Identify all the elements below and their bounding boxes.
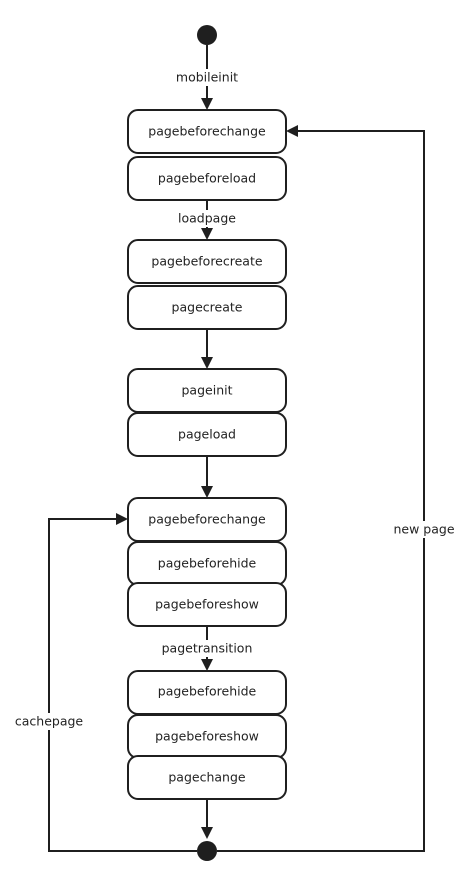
edge-label-loadpage: loadpage <box>178 211 236 226</box>
arrowhead-transition <box>201 659 213 671</box>
state-label: pagebeforechange <box>148 124 266 139</box>
state-label: pagebeforecreate <box>151 254 262 269</box>
state-label: pagebeforeshow <box>155 597 259 612</box>
state-pagebeforeload: pagebeforeload <box>127 156 287 201</box>
edge-cache-page <box>48 518 197 852</box>
edge-label-new-page: new page <box>393 522 454 537</box>
state-label: pagebeforechange <box>148 512 266 527</box>
arrowhead-load <box>201 228 213 240</box>
state-pagecreate: pagecreate <box>127 285 287 330</box>
state-label: pagebeforehide <box>158 684 257 699</box>
edge-label-cachepage: cachepage <box>15 714 84 729</box>
state-label: pagechange <box>168 770 246 785</box>
state-label: pagebeforehide <box>158 556 257 571</box>
edge-label-mobileinit: mobileinit <box>176 70 238 85</box>
state-pagebeforeshow-2: pagebeforeshow <box>127 714 287 759</box>
arrowhead-end <box>201 827 213 839</box>
arrowhead-cache-page <box>116 513 128 525</box>
state-pagebeforecreate: pagebeforecreate <box>127 239 287 284</box>
edge-label-pagetransition: pagetransition <box>162 641 253 656</box>
state-pageload: pageload <box>127 412 287 457</box>
state-pageinit: pageinit <box>127 368 287 413</box>
arrowhead-start <box>201 98 213 110</box>
state-label: pagebeforeshow <box>155 729 259 744</box>
state-pagebeforeshow-1: pagebeforeshow <box>127 582 287 627</box>
arrowhead-load-change <box>201 486 213 498</box>
state-pagebeforechange-1: pagebeforechange <box>127 109 287 154</box>
state-pagebeforechange-2: pagebeforechange <box>127 497 287 542</box>
final-node <box>197 841 217 861</box>
state-label: pagecreate <box>172 300 243 315</box>
state-pagebeforehide-1: pagebeforehide <box>127 541 287 586</box>
arrowhead-new-page <box>286 125 298 137</box>
arrowhead-create-init <box>201 357 213 369</box>
state-pagechange: pagechange <box>127 755 287 800</box>
state-label: pageinit <box>182 383 233 398</box>
edge-new-page <box>217 130 425 852</box>
state-label: pagebeforeload <box>158 171 256 186</box>
state-pagebeforehide-2: pagebeforehide <box>127 670 287 715</box>
state-label: pageload <box>178 427 236 442</box>
initial-node <box>197 25 217 45</box>
